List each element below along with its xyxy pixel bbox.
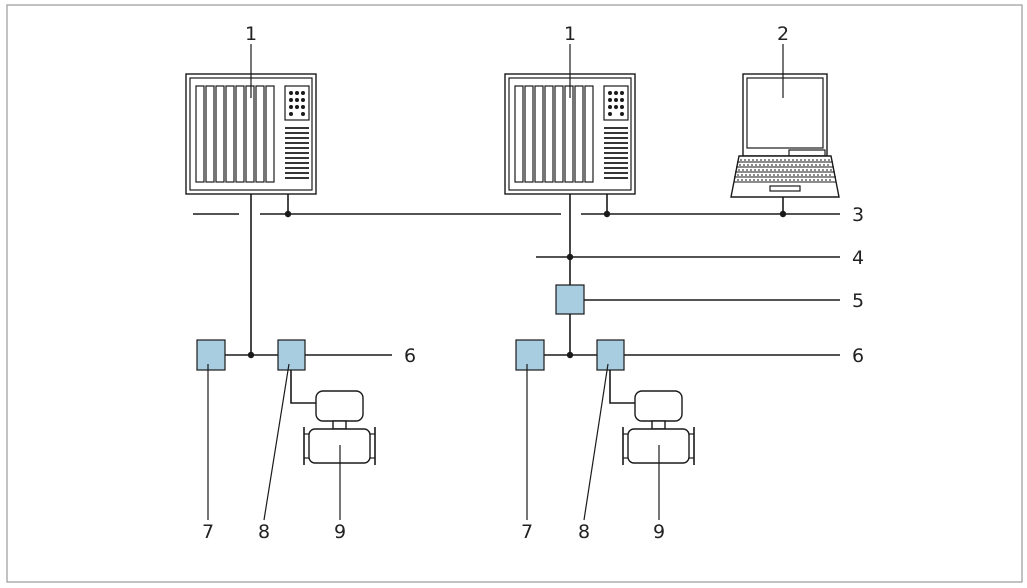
right-branch-wiring	[536, 194, 840, 404]
callout-number: 2	[777, 23, 789, 45]
component-box-icon	[196, 339, 226, 371]
component-box-icon	[515, 339, 545, 371]
callout-number: 9	[334, 521, 346, 543]
callout-number: 8	[258, 521, 270, 543]
callout-number: 6	[852, 345, 864, 367]
callout-number: 3	[852, 204, 864, 226]
callout-number: 6	[404, 345, 416, 367]
leader-line	[263, 363, 290, 521]
network-bus-top	[193, 194, 840, 218]
component-box-icon	[596, 339, 625, 371]
callout-number: 1	[245, 23, 257, 45]
callout-number: 1	[564, 23, 576, 45]
component-box-icon	[555, 284, 585, 315]
callout-number: 7	[521, 521, 533, 543]
callout-number: 8	[578, 521, 590, 543]
callout-number: 5	[852, 290, 864, 312]
callout-number: 7	[202, 521, 214, 543]
diagram-frame	[6, 4, 1023, 583]
leader-line	[583, 363, 609, 521]
component-box-icon	[277, 339, 306, 371]
left-branch-wiring	[225, 194, 392, 404]
callout-number: 4	[852, 247, 864, 269]
callout-number: 9	[653, 521, 665, 543]
laptop-icon	[730, 73, 840, 198]
